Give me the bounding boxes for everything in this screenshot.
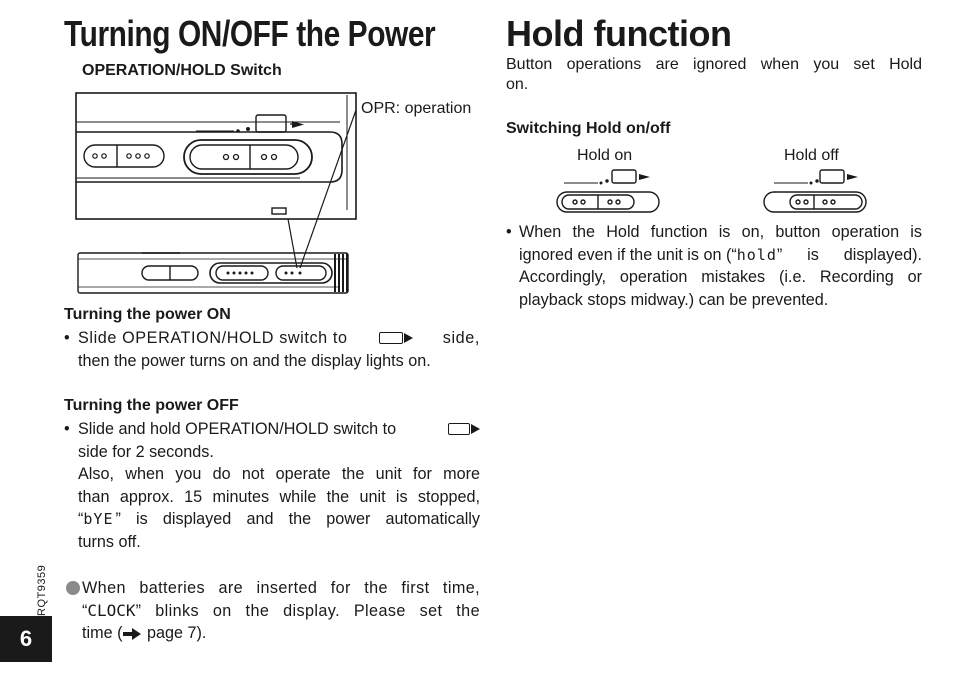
power-off-text-e-post: ” is displayed and the power automatical…	[115, 510, 480, 529]
bullet: •	[506, 223, 512, 241]
power-off-line-e: “bYE ” is displayed and the power automa…	[78, 508, 480, 531]
note-line3: time ( page 7).	[82, 622, 480, 645]
hold-explanation: • When the Hold function is on, button o…	[506, 221, 922, 311]
power-on-text-a: Slide OPERATION/HOLD switch to	[78, 329, 348, 347]
hold-intro: Button operations are ignored when you s…	[506, 55, 922, 95]
display-clock: CLOCK	[87, 600, 136, 620]
hold-intro-line1: Button operations are ignored when you s…	[506, 56, 922, 73]
right-arrow-icon	[404, 333, 414, 344]
hold-line2-pre: ignored even if the unit is on (“	[519, 245, 737, 264]
hold-off-switch	[763, 169, 867, 213]
note-line3-pre: time (	[82, 624, 123, 643]
display-hold: hold	[736, 245, 777, 264]
hold-line4: playback stops midway.) can be prevented…	[519, 290, 829, 309]
page-number: 6	[0, 616, 52, 662]
hold-line2-post: ” is displayed).	[776, 245, 922, 264]
bullet: •	[64, 420, 70, 438]
power-off-paragraph: • Slide and hold OPERATION/HOLD switch t…	[64, 418, 480, 554]
power-on-text-c: then the power turns on and the display …	[78, 351, 431, 370]
bullet: •	[64, 329, 70, 347]
right-arrow-icon	[471, 424, 480, 435]
hold-line3: Accordingly, operation mistakes (i.e. Re…	[519, 268, 922, 287]
figure-callout-opr: OPR: operation	[361, 100, 472, 117]
page-title-power: Turning ON/OFF the Power	[64, 13, 436, 54]
power-off-text-d: than approx. 15 minutes while the unit i…	[78, 487, 480, 506]
page-title-hold: Hold function	[506, 13, 732, 54]
power-off-text-f: turns off.	[78, 532, 141, 551]
note-line3-post: page 7).	[142, 624, 207, 643]
battery-note: When batteries are inserted for the firs…	[82, 577, 480, 645]
figure-caption: OPERATION/HOLD Switch	[82, 62, 282, 79]
note-line1: When batteries are inserted for the firs…	[82, 579, 480, 597]
note-circle-bullet	[66, 581, 80, 595]
hold-line1: When the Hold function is on, button ope…	[519, 223, 922, 241]
opr-switch-icon	[379, 331, 415, 345]
quote-open: “	[82, 601, 88, 620]
quote-open: “	[78, 510, 84, 529]
power-off-text-c: Also, when you do not operate the unit f…	[78, 465, 480, 484]
opr-switch-icon	[446, 422, 480, 436]
hold-line2: ignored even if the unit is on (“hold” i…	[519, 244, 922, 267]
hold-intro-line2: on.	[506, 76, 529, 93]
note-line2-post: ” blinks on the display. Please set the	[135, 601, 480, 620]
power-off-text-a: Slide and hold OPERATION/HOLD switch to	[78, 420, 397, 438]
hold-on-switch	[556, 169, 660, 213]
power-off-text-b: side for 2 seconds.	[78, 442, 214, 461]
hold-off-label: Hold off	[784, 147, 839, 164]
heading-switching-hold: Switching Hold on/off	[506, 120, 671, 137]
hold-on-label: Hold on	[577, 147, 633, 164]
display-bye: bYE	[83, 510, 114, 529]
power-on-text-b: side,	[442, 329, 480, 347]
heading-power-on: Turning the power ON	[64, 306, 231, 323]
right-arrow-icon	[122, 627, 142, 640]
heading-power-off: Turning the power OFF	[64, 397, 239, 414]
power-on-paragraph: • Slide OPERATION/HOLD switch to side, t…	[64, 327, 480, 372]
note-line2: “CLOCK” blinks on the display. Please se…	[82, 600, 480, 623]
